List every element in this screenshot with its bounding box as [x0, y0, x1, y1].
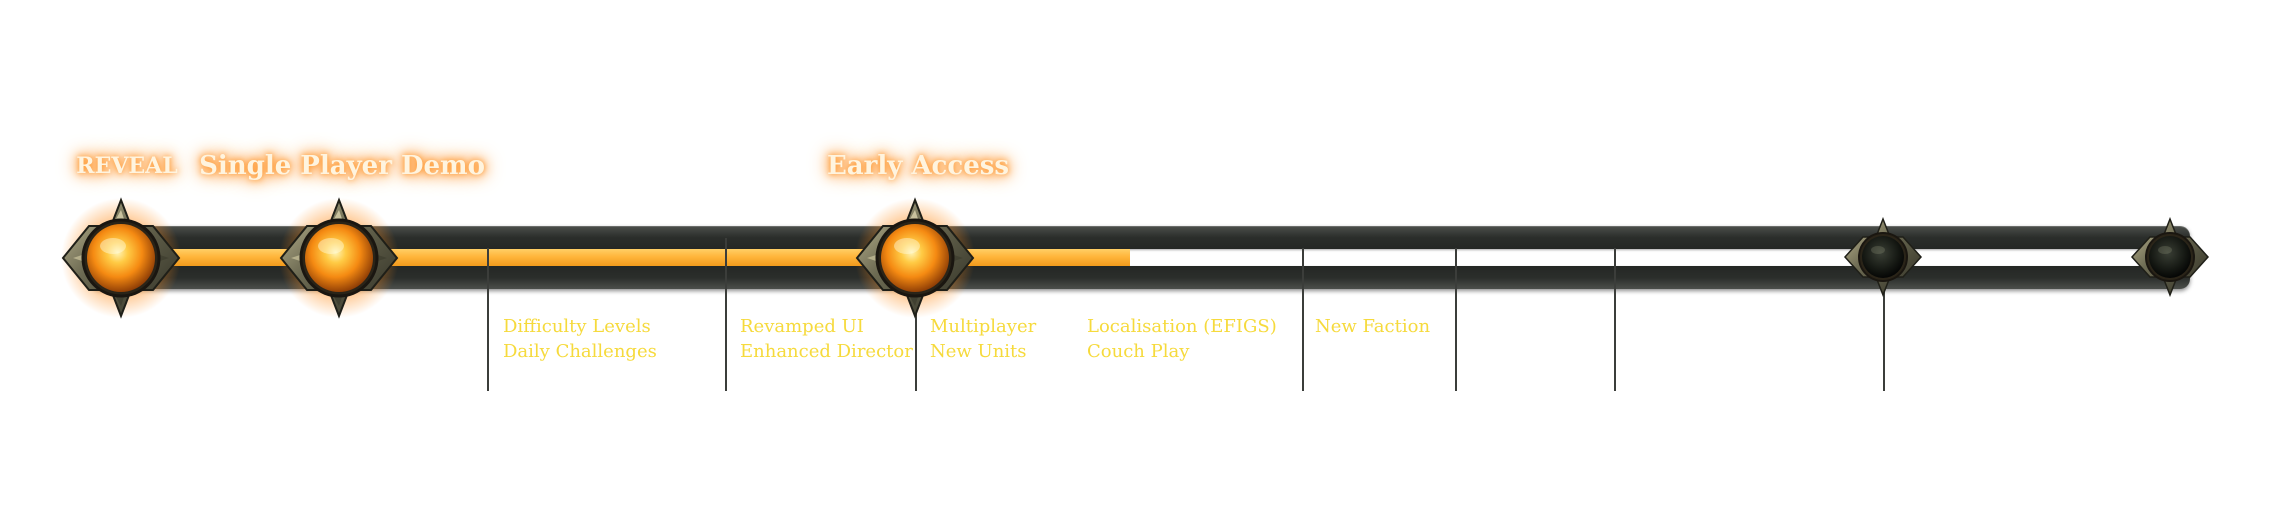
glowing-orb-icon[interactable] [853, 196, 977, 320]
divider-line [725, 238, 727, 391]
feature-line: Localisation (EFIGS) [1087, 316, 1277, 337]
feature-group: New Faction [1315, 314, 1430, 339]
feature-group: Difficulty Levels Daily Challenges [503, 314, 657, 364]
feature-line: Daily Challenges [503, 341, 657, 362]
feature-line: New Faction [1315, 316, 1431, 337]
divider-line [1302, 248, 1304, 391]
dark-orb-icon[interactable] [2130, 217, 2210, 297]
feature-line: Multiplayer [930, 316, 1037, 337]
feature-line: Revamped UI [740, 316, 864, 337]
feature-line: Couch Play [1087, 341, 1190, 362]
milestone-title-early-access: Early Access [826, 151, 1010, 181]
feature-line: Difficulty Levels [503, 316, 651, 337]
feature-group: Multiplayer New Units [930, 314, 1036, 364]
divider-line [1883, 292, 1885, 391]
feature-line: New Units [930, 341, 1027, 362]
divider-line [1455, 248, 1457, 391]
divider-line [487, 248, 489, 391]
feature-line: Enhanced Director [740, 341, 913, 362]
feature-group: Localisation (EFIGS) Couch Play [1087, 314, 1277, 364]
divider-line [1614, 248, 1616, 391]
divider-line [915, 292, 917, 391]
dark-orb-icon[interactable] [1843, 217, 1923, 297]
milestone-title-demo: Single Player Demo [199, 151, 485, 181]
glowing-orb-icon[interactable] [59, 196, 183, 320]
milestone-title-reveal: REVEAL [76, 153, 178, 179]
glowing-orb-icon[interactable] [277, 196, 401, 320]
feature-group: Revamped UI Enhanced Director [740, 314, 913, 364]
